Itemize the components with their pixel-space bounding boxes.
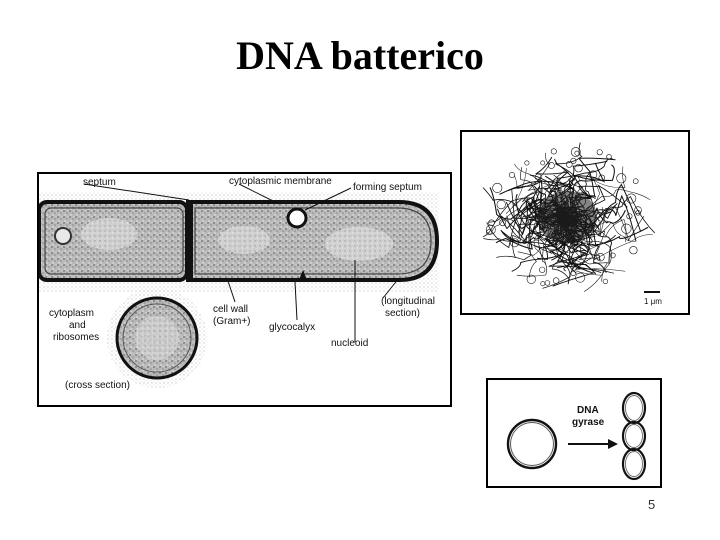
dna-loop — [598, 174, 606, 181]
nucleoid-micrograph: 1 μm — [482, 142, 662, 306]
label-longitudinal-1: (longitudinal — [381, 296, 435, 307]
relaxed-circular-dna — [506, 418, 558, 470]
label-cytoplasm-1: cytoplasm — [49, 308, 94, 319]
dna-loop — [570, 270, 576, 276]
dna-loop — [629, 246, 638, 255]
scale-bar-label: 1 μm — [644, 297, 662, 306]
cell-micrograph-figure: septum cytoplasmic membrane forming sept… — [37, 172, 452, 407]
gyrase-label-2: gyrase — [572, 417, 605, 428]
dna-loop — [539, 266, 546, 273]
dna-loop — [486, 229, 492, 236]
dna-loop — [565, 161, 573, 168]
dna-loop — [496, 199, 506, 210]
dna-loop — [488, 219, 495, 226]
dna-loop — [626, 213, 633, 220]
page-number: 5 — [648, 497, 656, 512]
dna-loop — [632, 178, 639, 185]
dna-loop — [610, 252, 616, 259]
label-cytoplasmic-membrane: cytoplasmic membrane — [229, 176, 332, 187]
nucleoid-micrograph-figure: 1 μm — [460, 130, 690, 315]
dna-loop — [602, 278, 608, 284]
dna-loop — [596, 149, 603, 156]
dna-loop — [574, 150, 580, 156]
label-forming-septum: forming septum — [353, 182, 422, 193]
label-longitudinal-2: section) — [385, 308, 420, 319]
label-glycocalyx: glycocalyx — [269, 322, 315, 333]
dna-loop — [570, 157, 577, 164]
dna-spread — [482, 142, 655, 292]
dna-loop — [510, 238, 520, 248]
dna-loop — [596, 252, 605, 262]
right-cell — [189, 200, 440, 282]
dna-loop — [544, 280, 551, 286]
gyrase-label-1: DNA — [577, 405, 599, 416]
dna-loop — [492, 182, 503, 193]
label-cytoplasm-2: and — [69, 320, 86, 331]
dna-loop — [574, 164, 583, 173]
dna-loop — [552, 277, 560, 284]
dna-loop — [540, 281, 546, 287]
dna-loop — [606, 154, 612, 160]
dna-loop — [499, 219, 506, 227]
dna-loop — [508, 171, 515, 178]
slide-title: DNA batterico — [236, 33, 484, 78]
label-nucleoid: nucleoid — [331, 338, 368, 349]
cell-micrograph: septum cytoplasmic membrane forming sept… — [39, 176, 440, 391]
dna-loop — [540, 160, 546, 166]
label-cell-wall-2: (Gram+) — [213, 316, 251, 327]
dna-loop — [616, 173, 627, 184]
dna-loop — [526, 274, 536, 284]
dna-gyrase-figure: DNA gyrase — [486, 378, 662, 488]
supercoiled-dna — [621, 391, 647, 481]
dna-loop — [570, 147, 581, 157]
dna-gyrase-diagram: DNA gyrase — [506, 391, 647, 481]
dna-loop — [621, 223, 632, 234]
dna-loop — [634, 206, 642, 214]
label-cell-wall-1: cell wall — [213, 304, 248, 315]
dna-loop — [575, 272, 586, 283]
dna-loop — [550, 148, 557, 155]
dna-loop — [626, 193, 637, 204]
dna-loop — [534, 173, 542, 181]
label-cytoplasm-3: ribosomes — [53, 332, 99, 343]
dna-core — [537, 191, 597, 243]
label-septum: septum — [83, 177, 116, 188]
dna-loop — [524, 160, 530, 166]
dna-loop — [548, 162, 555, 169]
label-cross-section: (cross section) — [65, 380, 130, 391]
dna-loop — [589, 170, 598, 179]
